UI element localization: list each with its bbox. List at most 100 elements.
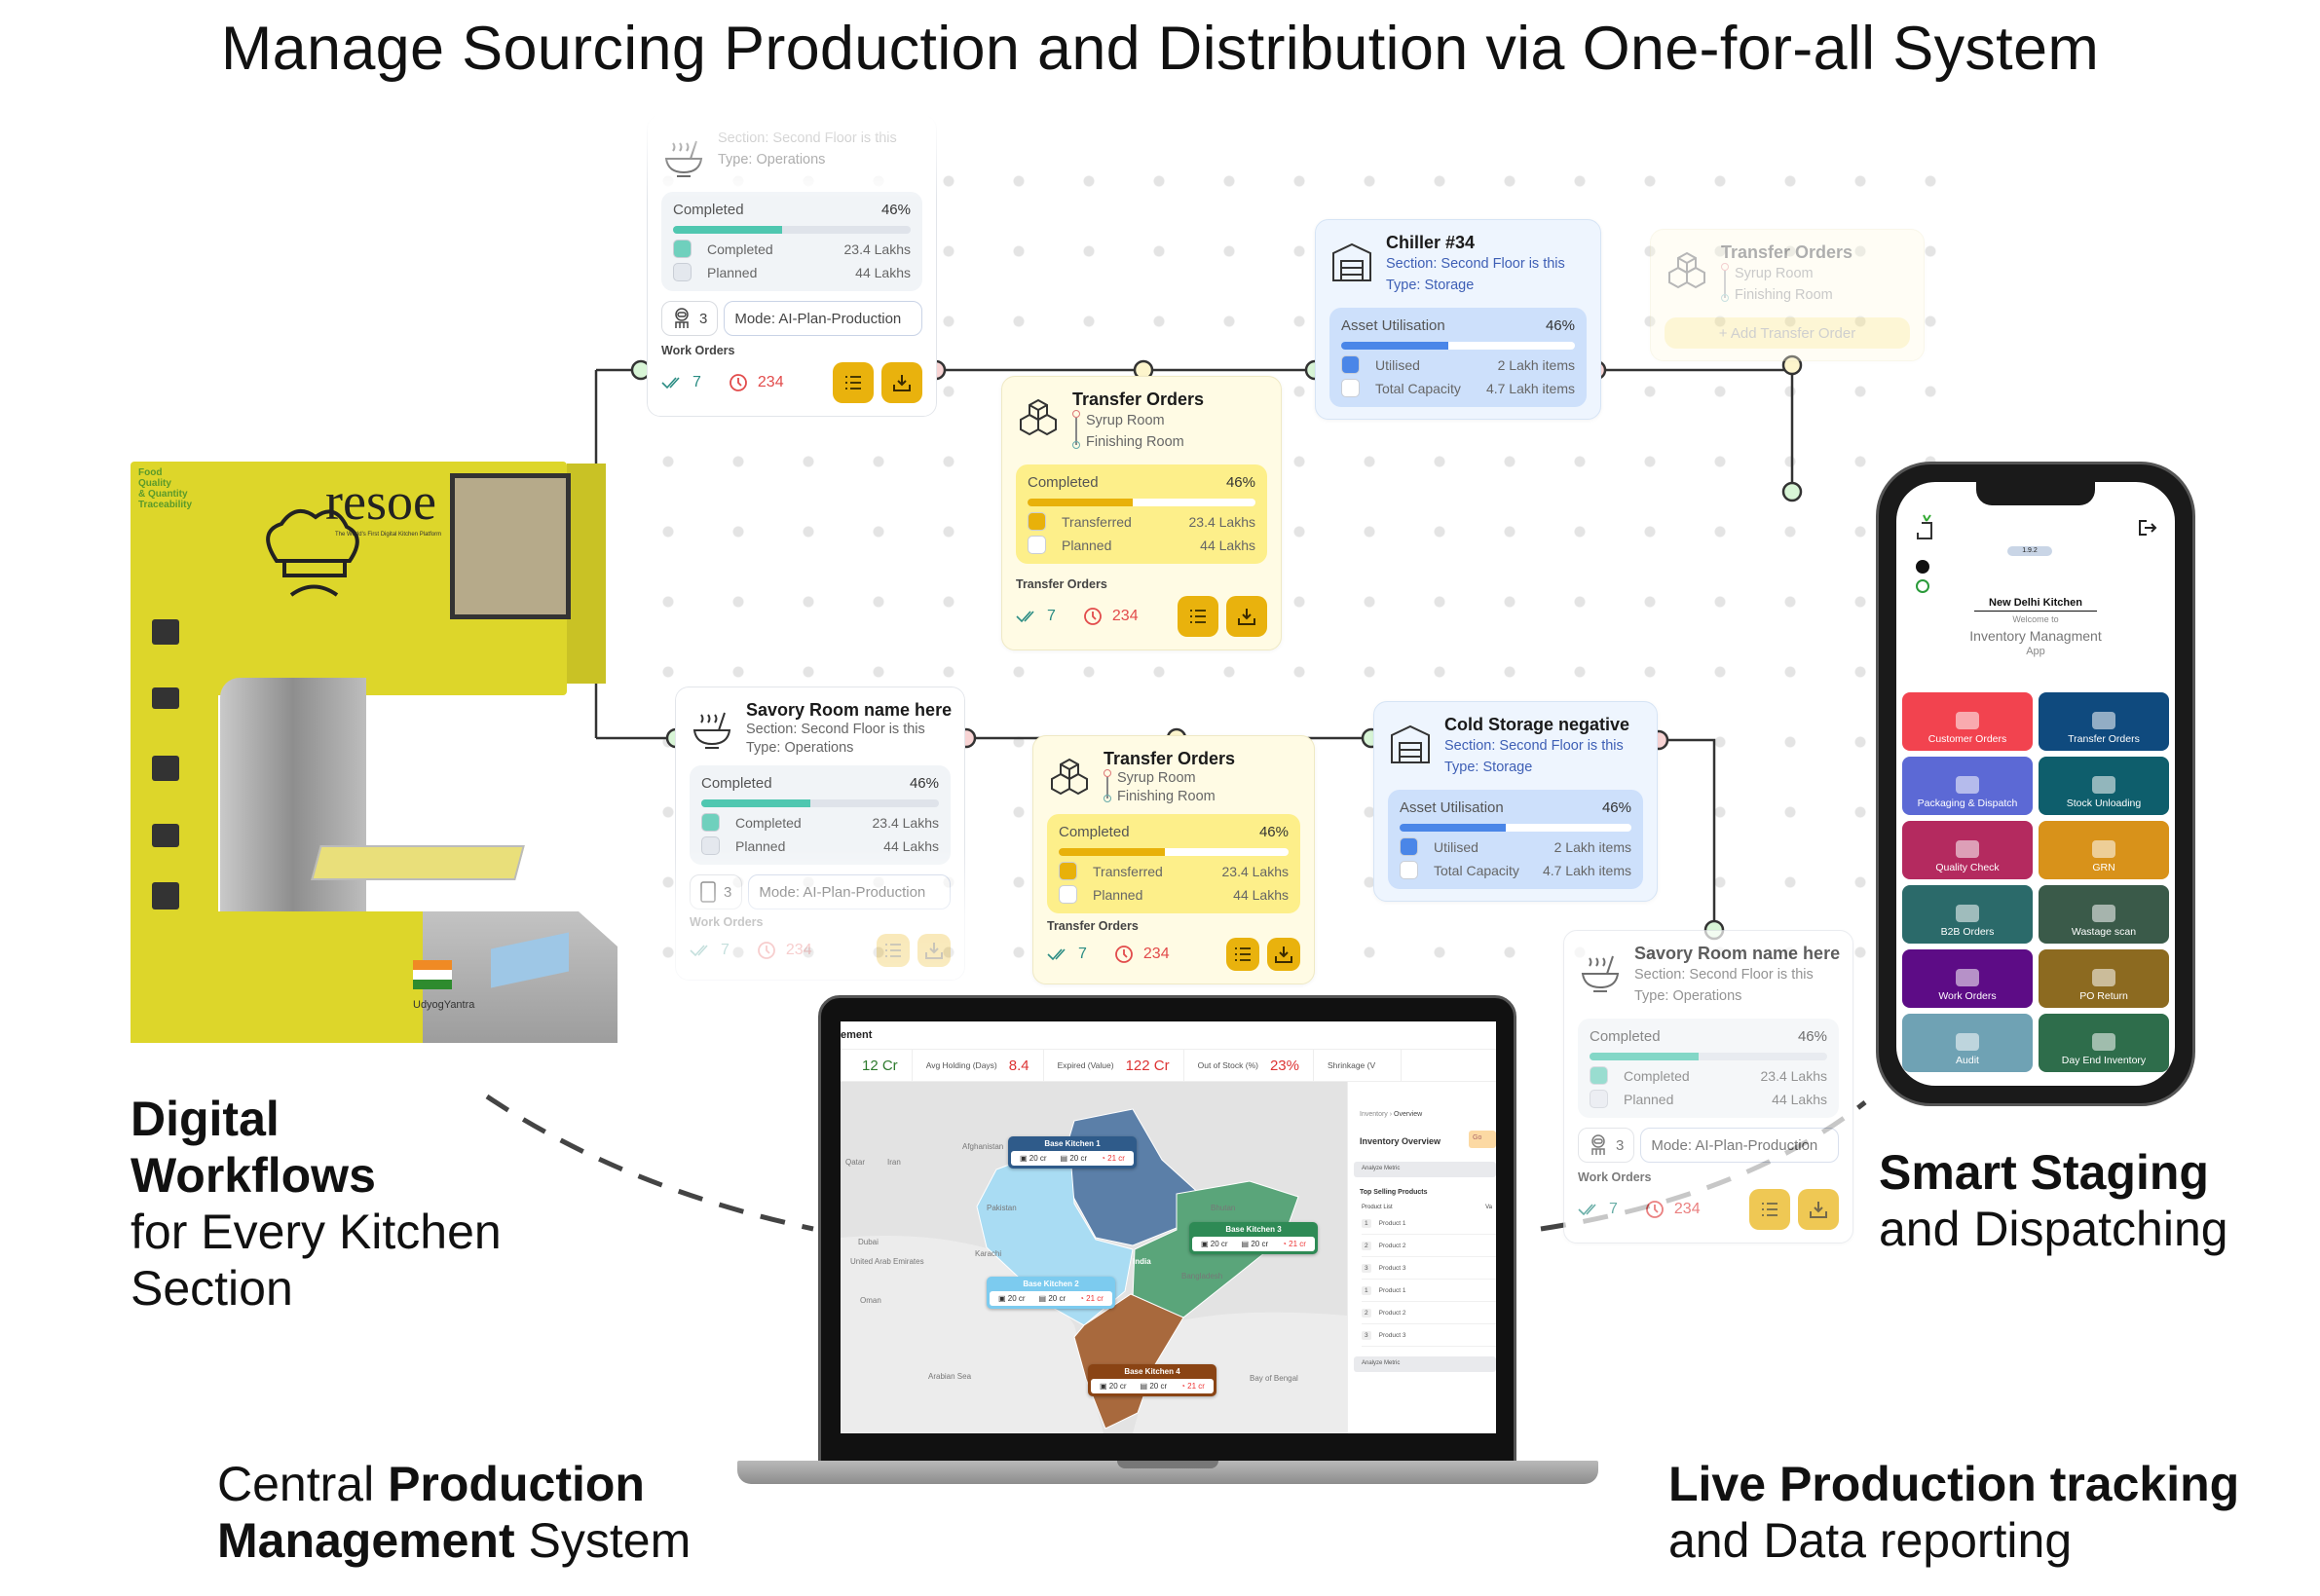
download-icon	[1810, 1202, 1827, 1218]
menu-tile[interactable]: Customer Orders	[1902, 692, 2033, 751]
download-button[interactable]	[1267, 938, 1300, 971]
mode-chip[interactable]: Mode: AI-Plan-Production	[748, 874, 951, 909]
menu-tile[interactable]: Audit	[1902, 1014, 2033, 1072]
list-button[interactable]	[833, 362, 874, 403]
double-check-icon	[1047, 948, 1066, 961]
progress-percent: 46%	[1258, 824, 1289, 840]
caption-text: System	[514, 1513, 692, 1568]
kpi-value: 8.4	[1008, 1057, 1029, 1074]
waste-value: ◔ 21 cr	[1079, 1294, 1104, 1303]
kitchen-marker[interactable]: Base Kitchen 3 ▣ 20 cr ▤ 20 cr ◔ 21 cr	[1189, 1222, 1318, 1254]
legend-label: Planned	[735, 837, 786, 854]
menu-tile[interactable]: GRN	[2039, 821, 2169, 879]
menu-tile[interactable]: Wastage scan	[2039, 885, 2169, 944]
storage-card[interactable]: Cold Storage negative Section: Second Fl…	[1373, 701, 1658, 902]
completed-count: 7	[1609, 1201, 1618, 1217]
tile-icon	[1956, 840, 1979, 858]
pending-orders: 234	[1114, 945, 1170, 964]
inventory-panel: Inventory › Overview Inventory Overview …	[1347, 1082, 1496, 1433]
kitchen-marker[interactable]: Base Kitchen 1 ▣ 20 cr ▤ 20 cr ◔ 21 cr	[1008, 1136, 1137, 1169]
legend-row: Completed 23.4 Lakhs	[1590, 1066, 1827, 1085]
caption-text: Section	[131, 1261, 293, 1316]
map-label: Afghanistan	[962, 1142, 1004, 1151]
route-line	[1721, 263, 1729, 306]
operators-chip[interactable]: 3	[661, 301, 719, 336]
kitchen-name: Base Kitchen 2	[1023, 1280, 1079, 1288]
card-type: Type: Operations	[718, 152, 826, 167]
download-button[interactable]	[881, 362, 922, 403]
legend-value: 44 Lakhs	[855, 264, 911, 280]
download-button[interactable]	[1226, 596, 1267, 637]
completed-count: 7	[1047, 608, 1056, 624]
go-button[interactable]: Go	[1469, 1131, 1496, 1148]
transfer-card[interactable]: Transfer Orders Syrup Room Finishing Roo…	[1001, 376, 1282, 650]
completed-count: 7	[1078, 946, 1087, 962]
sync-icon[interactable]	[1916, 579, 1929, 593]
kitchen-name: Base Kitchen 1	[1044, 1139, 1101, 1148]
input-node	[1781, 481, 1803, 502]
progress-percent: 46%	[1225, 474, 1255, 491]
kitchen-marker[interactable]: Base Kitchen 2 ▣ 20 cr ▤ 20 cr ◔ 21 cr	[987, 1277, 1115, 1309]
menu-tile[interactable]: Stock Unloading	[2039, 757, 2169, 815]
legend-row: Planned 44 Lakhs	[1590, 1090, 1827, 1108]
list-button[interactable]	[1226, 938, 1259, 971]
settings-gear-icon[interactable]	[1916, 560, 1929, 574]
analyze-metric-button[interactable]: Analyze Metric	[1354, 1356, 1496, 1372]
tile-label: GRN	[2092, 862, 2115, 873]
menu-tile[interactable]: Quality Check	[1902, 821, 2033, 879]
tile-icon	[2092, 969, 2115, 986]
legend-swatch	[1028, 512, 1046, 531]
kpi-value: 12 Cr	[862, 1057, 898, 1074]
orders-label: Work Orders	[661, 344, 735, 357]
menu-tile[interactable]: PO Return	[2039, 949, 2169, 1008]
list-button[interactable]	[1178, 596, 1218, 637]
download-button[interactable]	[917, 934, 951, 967]
app-name-2: App	[2026, 646, 2045, 657]
menu-tile[interactable]: Work Orders	[1902, 949, 2033, 1008]
pending-orders: 234	[1645, 1200, 1701, 1219]
tile-label: Customer Orders	[1927, 733, 2007, 745]
menu-tile[interactable]: Day End Inventory	[2039, 1014, 2169, 1072]
download-button[interactable]	[1798, 1189, 1839, 1230]
add-card[interactable]: Transfer Orders Syrup Room Finishing Roo…	[1650, 229, 1925, 361]
tile-label: Stock Unloading	[2066, 798, 2142, 809]
list-icon	[1190, 610, 1206, 623]
pending-orders: 234	[1083, 607, 1139, 626]
mode-chip[interactable]: Mode: AI-Plan-Production	[1640, 1128, 1839, 1163]
menu-tile[interactable]: Transfer Orders	[2039, 692, 2169, 751]
transfer-card[interactable]: Transfer Orders Syrup Room Finishing Roo…	[1032, 735, 1315, 984]
analyze-metric-button[interactable]: Analyze Metric	[1354, 1162, 1496, 1177]
route-from: Syrup Room	[1735, 266, 1814, 281]
operators-chip[interactable]: 3	[690, 874, 743, 909]
operators-chip[interactable]: 3	[1578, 1128, 1635, 1163]
menu-tile[interactable]: Packaging & Dispatch	[1902, 757, 2033, 815]
add-transfer-order-button[interactable]: + Add Transfer Order	[1665, 317, 1910, 349]
work-card[interactable]: Section: Second Floor is this Type: Oper…	[647, 115, 937, 417]
completed-orders: 7	[690, 942, 730, 959]
storage-card[interactable]: Chiller #34 Section: Second Floor is thi…	[1315, 219, 1601, 420]
download-icon	[1238, 609, 1255, 625]
progress-fill	[1590, 1053, 1700, 1060]
breadcrumb-overview[interactable]: Overview	[1394, 1111, 1423, 1118]
progress-bar	[1059, 848, 1289, 856]
breadcrumb-inventory[interactable]: Inventory	[1360, 1111, 1388, 1118]
logout-icon[interactable]	[2138, 519, 2157, 537]
list-button[interactable]	[1749, 1189, 1790, 1230]
list-button[interactable]	[877, 934, 910, 967]
caption-text: for Every Kitchen	[131, 1205, 502, 1259]
legend-swatch	[673, 263, 692, 281]
menu-tile[interactable]: B2B Orders	[1902, 885, 2033, 944]
mode-chip[interactable]: Mode: AI-Plan-Production	[724, 301, 922, 336]
legend-value: 4.7 Lakh items	[1485, 380, 1575, 396]
kitchen-marker[interactable]: Base Kitchen 4 ▣ 20 cr ▤ 20 cr ◔ 21 cr	[1088, 1364, 1216, 1396]
work-card[interactable]: Savory Room name here Section: Second Fl…	[675, 687, 965, 981]
legend-value: 2 Lakh items	[1497, 356, 1575, 373]
work-card[interactable]: Savory Room name here Section: Second Fl…	[1563, 930, 1853, 1243]
